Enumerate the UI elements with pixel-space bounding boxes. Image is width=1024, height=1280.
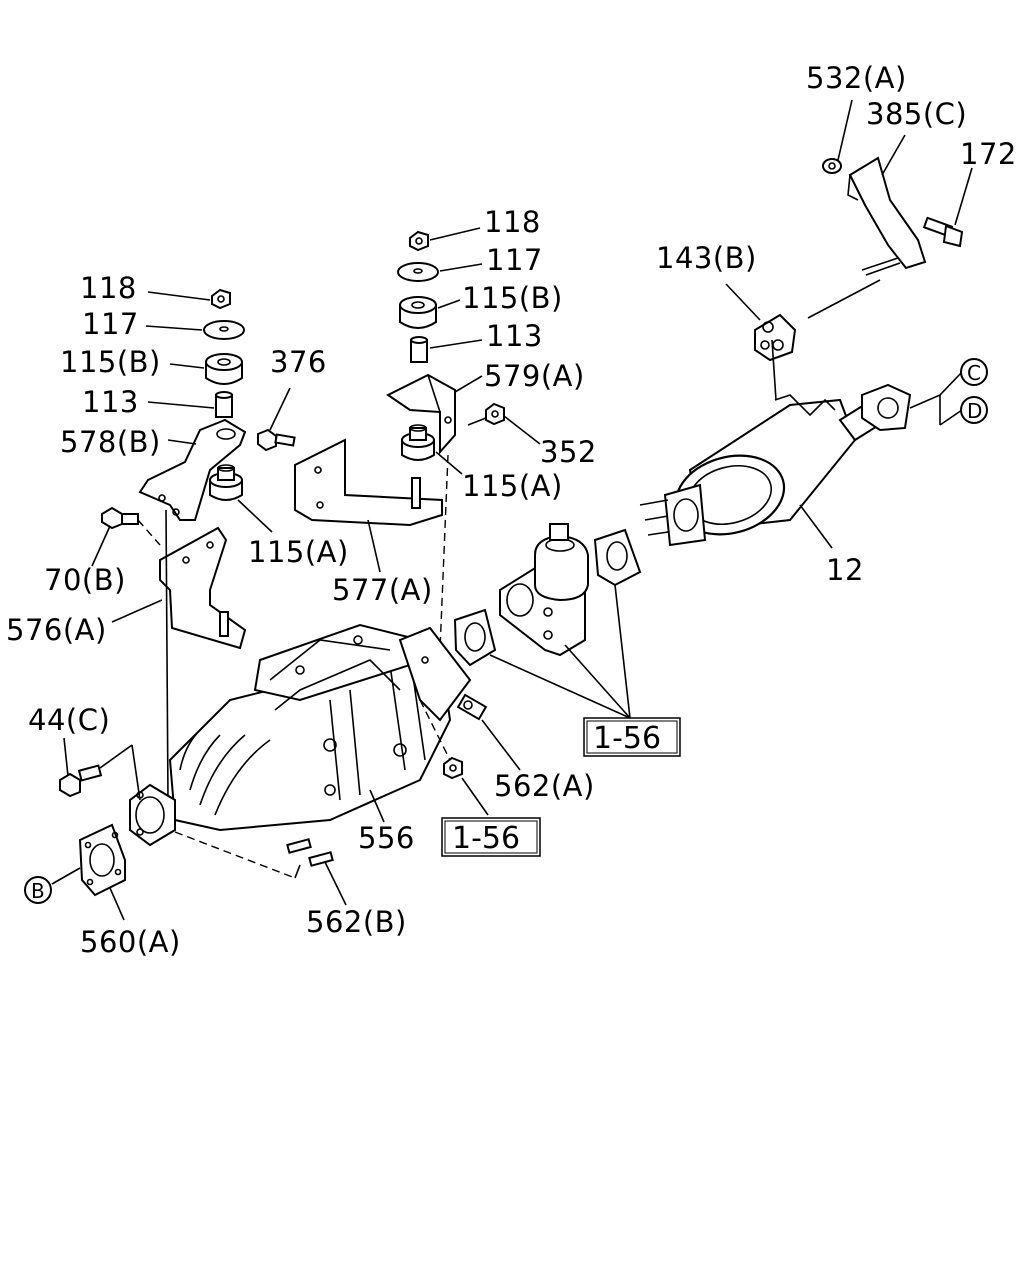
label-579a: 579(A) <box>484 359 585 393</box>
label-113-left: 113 <box>82 385 139 419</box>
bushing-115a-right <box>401 424 435 461</box>
nut-532a <box>822 158 842 174</box>
label-352: 352 <box>540 435 597 469</box>
stud-562b <box>286 838 334 867</box>
circle-ref-d: D <box>960 396 988 424</box>
reference-box-2[interactable]: 1-56 <box>441 817 541 857</box>
nut-118-left <box>211 288 231 310</box>
bracket-577a <box>294 438 443 527</box>
label-143b: 143(B) <box>656 241 757 275</box>
bolt-376 <box>257 428 296 452</box>
circle-c-text: C <box>967 361 981 385</box>
bracket-578b <box>138 418 247 521</box>
label-556: 556 <box>358 821 415 855</box>
gasket-right <box>593 528 642 587</box>
label-115b-left: 115(B) <box>60 345 161 379</box>
label-560a: 560(A) <box>80 925 181 959</box>
label-385c: 385(C) <box>866 97 967 131</box>
label-113-right: 113 <box>486 319 543 353</box>
circle-ref-c: C <box>960 358 988 386</box>
muffler-12 <box>639 339 912 547</box>
label-70b: 70(B) <box>44 563 126 597</box>
gasket-left <box>453 608 497 667</box>
nut-352 <box>485 402 505 426</box>
exhaust-brake-unit <box>499 523 589 657</box>
collar-113-right <box>410 336 428 363</box>
label-118-left: 118 <box>80 271 137 305</box>
label-117-right: 117 <box>486 243 543 277</box>
label-577a: 577(A) <box>332 573 433 607</box>
circle-b-text: B <box>31 879 45 903</box>
label-12: 12 <box>826 553 864 587</box>
label-118-right: 118 <box>484 205 541 239</box>
label-115b-right: 115(B) <box>462 281 563 315</box>
label-376: 376 <box>270 345 327 379</box>
bolt-70b <box>101 506 139 530</box>
washer-117-right <box>397 262 439 282</box>
bushing-115a-left <box>209 464 243 501</box>
collar-113-left <box>215 391 233 418</box>
label-172: 172 <box>960 137 1017 171</box>
reference-box-1-text: 1-56 <box>593 721 661 756</box>
label-578b: 578(B) <box>60 425 161 459</box>
bracket-385c <box>847 156 927 276</box>
label-44c: 44(C) <box>28 703 110 737</box>
circle-d-text: D <box>967 399 982 423</box>
label-115a-left: 115(A) <box>248 535 349 569</box>
bushing-115b-left <box>205 353 243 385</box>
nut-118-right <box>409 230 429 252</box>
label-562b: 562(B) <box>306 905 407 939</box>
label-115a-right: 115(A) <box>462 469 563 503</box>
bracket-576a <box>159 526 247 650</box>
washer-117-left <box>203 320 245 340</box>
bolt-172 <box>922 216 964 248</box>
reference-box-1[interactable]: 1-56 <box>583 717 681 757</box>
rubber-hanger-143b <box>754 313 797 362</box>
nut-small <box>443 756 463 780</box>
bracket-579a <box>386 373 456 455</box>
label-532a: 532(A) <box>806 61 907 95</box>
dpf-converter-556 <box>129 623 472 847</box>
reference-box-2-text: 1-56 <box>452 821 520 856</box>
label-117-left: 117 <box>82 307 139 341</box>
bushing-115b-right <box>399 296 437 329</box>
bolt-44c <box>59 764 103 798</box>
label-562a: 562(A) <box>494 769 595 803</box>
sensor-562a <box>456 693 488 721</box>
circle-ref-b: B <box>24 876 52 904</box>
label-576a: 576(A) <box>6 613 107 647</box>
gasket-560a <box>78 823 126 897</box>
